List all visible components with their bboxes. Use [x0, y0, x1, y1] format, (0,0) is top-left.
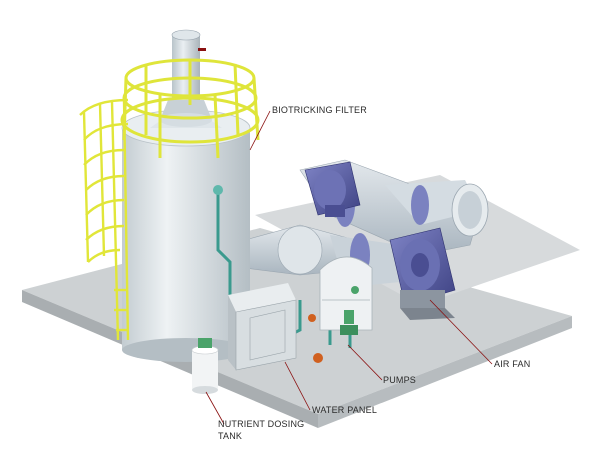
nutrient-dosing-tank-label-line1: NUTRIENT DOSING — [218, 419, 305, 429]
pump-skid — [308, 256, 373, 363]
water-panel-label: WATER PANEL — [312, 405, 378, 415]
nutrient-dosing-tank — [191, 338, 219, 394]
top-safety-railing — [120, 58, 260, 159]
water-panel — [228, 283, 297, 371]
pumps-label: PUMPS — [383, 375, 417, 385]
callout-leader-lines — [205, 110, 493, 425]
spray-nozzle-fitting — [213, 185, 223, 195]
air-fan-upper — [304, 161, 361, 217]
ladder-cage — [79, 98, 130, 341]
air-fan-lower — [389, 227, 456, 320]
nutrient-dosing-tank-label: NUTRIENT DOSING TANK — [218, 418, 308, 442]
air-fan-label: AIR FAN — [494, 359, 531, 369]
biotrickling-filter-label: BIOTRICKING FILTER — [272, 105, 367, 115]
nutrient-dosing-tank-label-line2: TANK — [218, 431, 243, 441]
